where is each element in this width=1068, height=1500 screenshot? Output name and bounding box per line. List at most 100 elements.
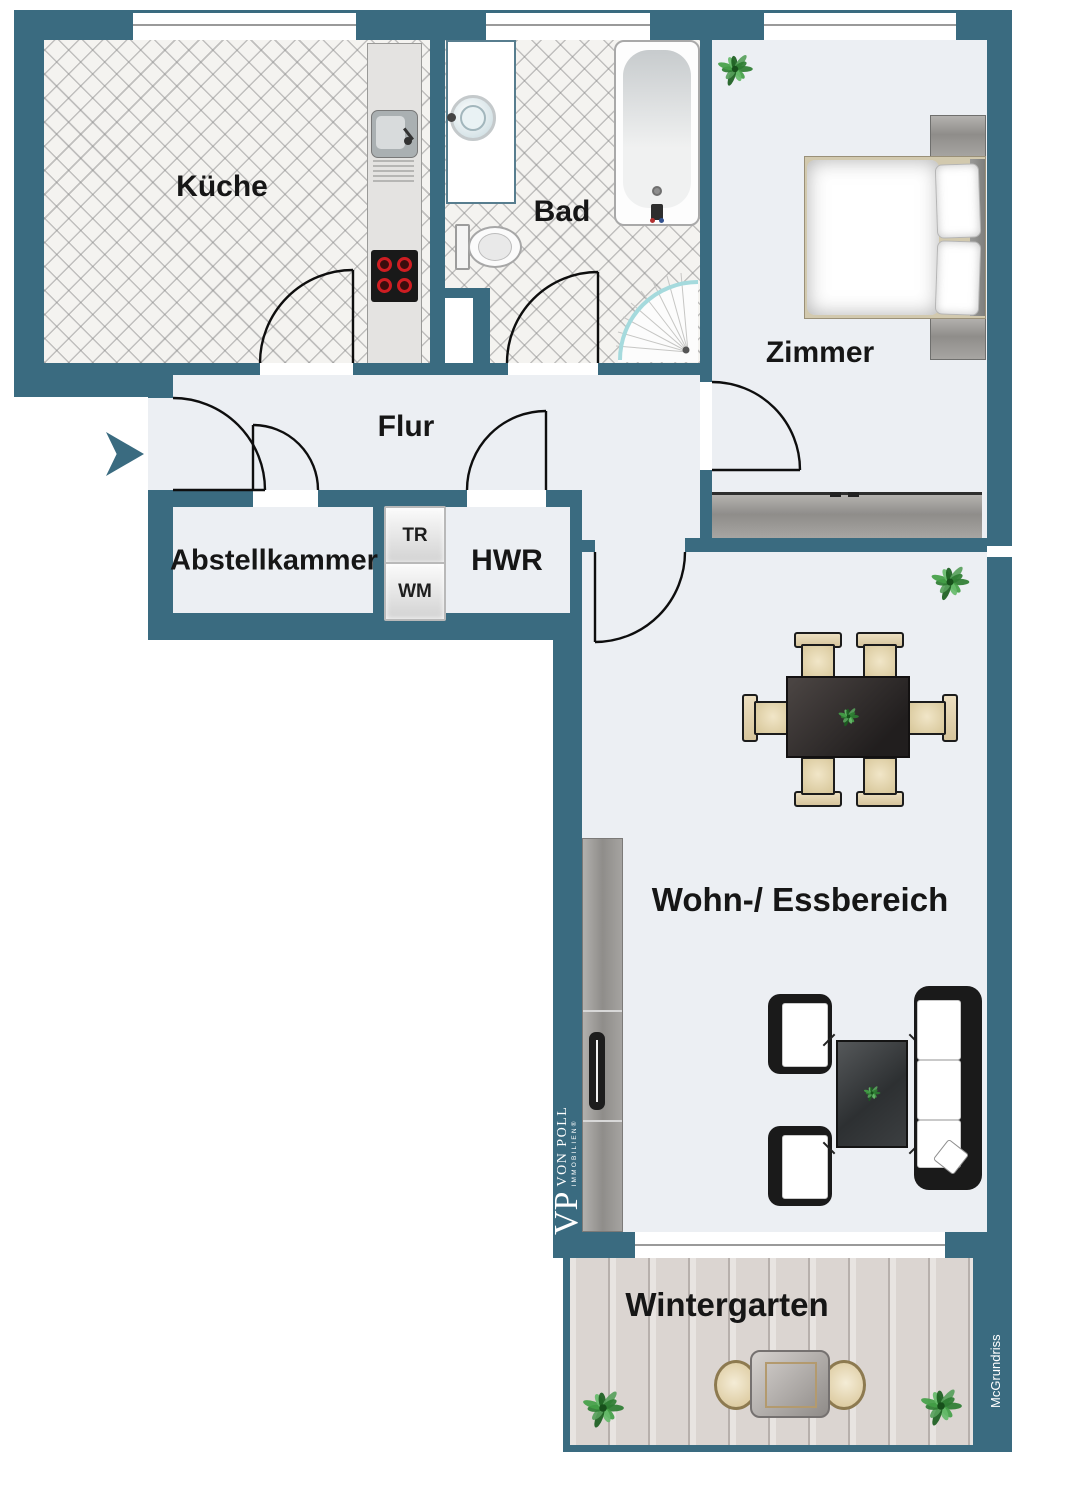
nightstand	[930, 317, 986, 360]
coffee-table	[836, 1040, 908, 1148]
von-poll-name: VON POLL	[554, 1105, 570, 1187]
dining-chair-seat	[801, 757, 835, 795]
von-poll-logo: VP VON POLL IMMOBILIEN®	[548, 1075, 585, 1235]
wall-segment	[598, 363, 700, 375]
wall-segment	[987, 40, 1012, 1232]
wall-segment	[685, 538, 987, 552]
sideboard-divider	[583, 1010, 622, 1012]
wall-segment	[473, 298, 490, 363]
kitchen-drainer	[373, 160, 414, 184]
bathtub-faucet-blue-dot	[659, 218, 664, 223]
bathtub-inner	[623, 50, 691, 208]
shower-icon	[618, 282, 698, 362]
table-plant-icon	[861, 1082, 883, 1104]
window-glazing	[133, 24, 356, 26]
wall-segment	[546, 490, 582, 507]
kueche-label: Küche	[176, 170, 268, 203]
wall-segment	[553, 613, 582, 1232]
shower-glass	[618, 280, 699, 361]
mcgrundriss-watermark: McGrundriss	[988, 1334, 1003, 1408]
plant-icon	[925, 556, 975, 608]
bed-blanket	[807, 160, 939, 315]
wall-segment	[14, 375, 173, 397]
kitchen-counter	[367, 43, 422, 365]
dining-chair-seat	[863, 757, 897, 795]
plant-icon	[712, 46, 758, 92]
wall-segment	[14, 10, 44, 397]
bathtub-faucet-red-dot	[650, 218, 655, 223]
sideboard-divider	[583, 1120, 622, 1122]
wardrobe-handle	[830, 492, 841, 497]
kitchen-sink-basin	[376, 116, 405, 149]
burner	[377, 278, 392, 293]
abstellkammer-door-arc	[252, 423, 320, 491]
von-poll-monogram: VP	[548, 1191, 585, 1235]
abstellkammer-label: Abstellkammer	[170, 544, 378, 577]
armchair-cushion	[782, 1135, 828, 1199]
flur-floor-extension	[582, 490, 700, 552]
shower-drain	[682, 346, 690, 354]
wohnbereich-label: Wohn-/ Essbereich	[651, 881, 949, 918]
zimmer-window	[764, 13, 956, 40]
window-glazing	[635, 1244, 945, 1246]
sofa-cushion	[917, 1060, 961, 1120]
wall-segment	[553, 1232, 635, 1258]
window-glazing	[764, 24, 956, 26]
table-plant-icon	[835, 703, 862, 730]
burner	[397, 257, 412, 272]
dining-chair-seat	[863, 644, 897, 682]
kueche-door-arc	[258, 268, 354, 364]
zimmer-door-arc	[711, 380, 802, 471]
wardrobe-sideboard	[703, 492, 982, 538]
wall-segment	[353, 363, 508, 375]
kueche-floor	[44, 40, 430, 363]
wall-segment	[563, 1258, 570, 1452]
wall-segment	[430, 40, 445, 363]
bathtub-faucet-icon	[651, 204, 663, 220]
wall-joint-gap	[987, 546, 1012, 557]
wall-segment	[373, 507, 385, 613]
wall-segment	[582, 540, 595, 552]
wohnbereich-door-arc	[594, 551, 687, 644]
bath-faucet-icon	[447, 113, 456, 122]
wall-segment	[14, 363, 260, 375]
wall-segment	[148, 490, 253, 507]
kueche-window	[133, 13, 356, 40]
zimmer-label: Zimmer	[765, 336, 875, 369]
bad-label: Bad	[533, 195, 591, 228]
dryer-label: TR	[402, 524, 428, 546]
stove-icon	[371, 250, 418, 302]
dining-chair-seat	[801, 644, 835, 682]
wall-segment	[700, 470, 712, 552]
bathtub-drain	[652, 186, 662, 196]
wall-segment	[570, 507, 582, 613]
washer-label: WM	[398, 580, 432, 602]
armchair-cushion	[782, 1003, 828, 1067]
wall-segment	[318, 490, 467, 507]
wall-segment	[148, 490, 173, 613]
burner	[397, 278, 412, 293]
wintergarten-label: Wintergarten	[625, 1286, 829, 1323]
burner	[377, 257, 392, 272]
sofa-cushion	[917, 1000, 961, 1060]
dryer-box: TR	[384, 506, 446, 565]
bath-sink-inner	[460, 105, 486, 131]
window-glazing	[486, 24, 650, 26]
washer-box: WM	[384, 562, 446, 621]
wardrobe-handle	[848, 492, 859, 497]
flur-label: Flur	[377, 410, 435, 443]
wall-segment	[148, 613, 582, 640]
bad-duct-niche	[445, 298, 473, 363]
tv-screen-line	[596, 1040, 598, 1102]
armchair	[768, 1126, 832, 1206]
wall-segment	[563, 1445, 1012, 1452]
wintergarten-sliding-door	[635, 1232, 945, 1258]
wall-segment	[148, 380, 173, 398]
wintergarten-table-inner	[765, 1362, 817, 1408]
sofa	[914, 986, 982, 1190]
flur-floor	[173, 375, 700, 490]
bad-door-arc	[505, 270, 599, 364]
plant-icon	[914, 1378, 968, 1434]
